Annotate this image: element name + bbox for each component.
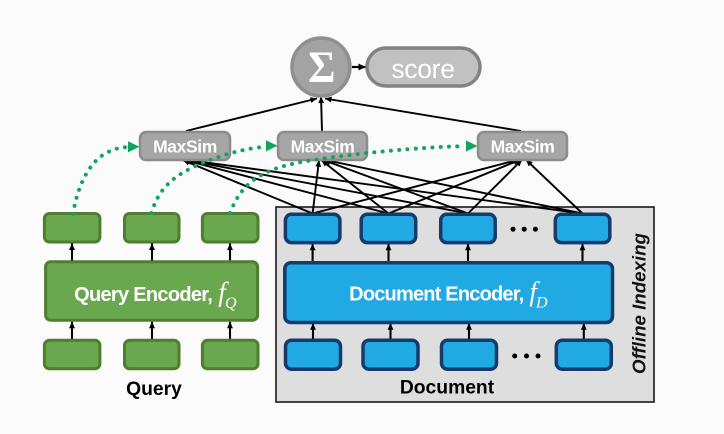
svg-text:score: score [391,54,454,84]
svg-text:MaxSim: MaxSim [291,137,355,157]
svg-text:MaxSim: MaxSim [153,137,217,157]
svg-text:Query: Query [126,379,182,400]
svg-text:Document: Document [400,378,495,399]
svg-text:MaxSim: MaxSim [491,137,555,157]
svg-text:Σ: Σ [308,44,335,92]
svg-text:Offline Indexing: Offline Indexing [629,232,650,373]
